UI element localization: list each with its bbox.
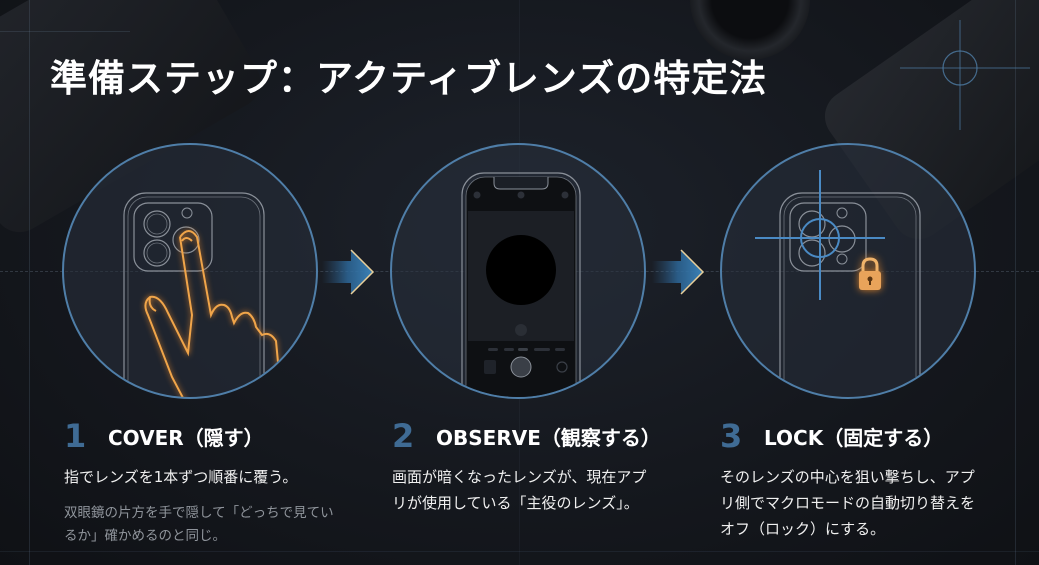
step-note: 双眼鏡の片方を手で隠して「どっちで見ているか」確かめるのと同じ。	[64, 505, 334, 544]
hand-covering-lens-icon	[123, 192, 283, 397]
crosshair-decoration-icon	[900, 20, 1030, 130]
step-number: 2	[392, 417, 415, 455]
arrow-right-icon	[652, 249, 705, 295]
step-3: 3 LOCK（固定する） そのレンズの中心を狙い撃ちし、アプリ側でマクロモードの…	[720, 417, 1030, 542]
guide-line	[0, 551, 1039, 552]
guide-line	[1015, 0, 1016, 565]
step-description: そのレンズの中心を狙い撃ちし、アプリ側でマクロモードの自動切り替えをオフ（ロック…	[720, 468, 976, 538]
step-description: 指でレンズを1本ずつ順番に覆う。	[64, 468, 298, 486]
step-description: 画面が暗くなったレンズが、現在アプリが使用している「主役のレンズ」。	[392, 468, 647, 512]
guide-line	[0, 31, 130, 32]
step-1-illustration	[62, 143, 318, 399]
arrow-right-icon	[322, 249, 375, 295]
step-title: LOCK（固定する）	[764, 425, 944, 450]
step-2: 2 OBSERVE（観察する） 画面が暗くなったレンズが、現在アプリが使用してい…	[392, 417, 702, 516]
step-title: COVER（隠す）	[108, 425, 264, 450]
step-3-illustration	[720, 143, 976, 399]
lock-icon	[859, 257, 881, 290]
phone-camera-screen-icon	[461, 172, 581, 397]
step-title: OBSERVE（観察する）	[436, 425, 661, 450]
guide-line	[29, 0, 30, 565]
step-number: 1	[64, 417, 87, 455]
step-2-illustration	[390, 143, 646, 399]
crosshair-lock-icon	[755, 170, 921, 397]
crosshair-icon	[755, 170, 885, 300]
page-title: 準備ステップ：アクティブレンズの特定法	[50, 57, 768, 100]
step-1: 1 COVER（隠す） 指でレンズを1本ずつ順番に覆う。 双眼鏡の片方を手で隠し…	[64, 417, 374, 548]
step-number: 3	[720, 417, 743, 455]
